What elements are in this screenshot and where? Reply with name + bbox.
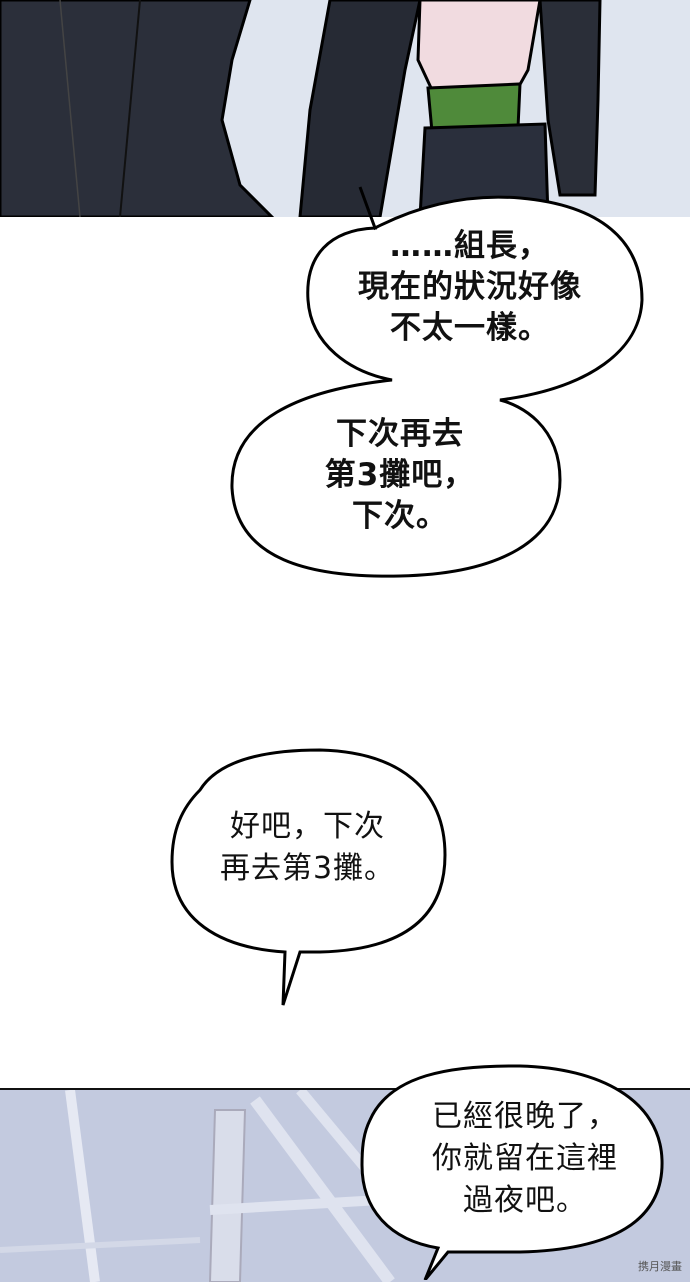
top-panel-art (0, 0, 690, 217)
speech-bubble-1-shape (230, 186, 644, 578)
dialogue-line: 已經很晚了， (432, 1099, 618, 1134)
dialogue-line: 現在的狀況好像 (358, 269, 582, 305)
dialogue-line: 不太一樣。 (390, 310, 550, 346)
dialogue-line: 過夜吧。 (463, 1183, 587, 1218)
watermark: 携月漫畫 (638, 1260, 682, 1273)
speech-bubble-2: 下次再去 第3攤吧， 下次。 (290, 414, 510, 537)
dialogue-line: 第3攤吧， (324, 457, 476, 493)
dialogue-line: 下次。 (352, 498, 448, 534)
dialogue-line: 下次再去 (336, 416, 464, 452)
speech-bubble-3: 好吧，下次 再去第3攤。 (190, 806, 425, 890)
dialogue-line: 再去第3攤。 (219, 851, 396, 886)
dialogue-line: ……組長， (390, 228, 550, 264)
speech-bubble-3-shape (170, 748, 447, 1006)
speech-bubble-1: ……組長， 現在的狀況好像 不太一樣。 (320, 226, 620, 349)
speech-bubble-4-shape (360, 1064, 664, 1280)
top-comic-panel (0, 0, 690, 217)
dialogue-line: 你就留在這裡 (432, 1141, 618, 1176)
dialogue-line: 好吧，下次 (230, 809, 385, 844)
speech-bubble-4: 已經很晚了， 你就留在這裡 過夜吧。 (380, 1096, 670, 1222)
